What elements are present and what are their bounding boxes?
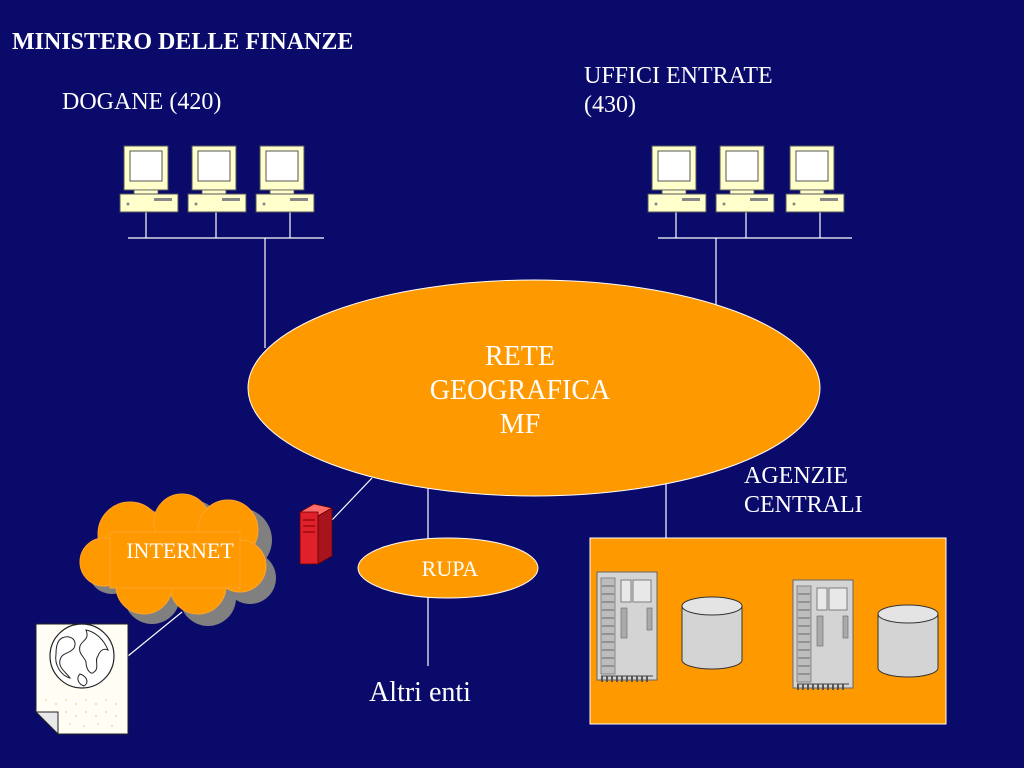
mainframe-server-icon: [596, 571, 658, 683]
firewall-link: [331, 477, 373, 521]
desktop-computer-icon: [119, 145, 179, 213]
agenzie-centrali-label: AGENZIE CENTRALI: [744, 462, 863, 520]
rupa-ellipse: [357, 537, 539, 599]
agenzie-line1: AGENZIE: [744, 463, 848, 489]
desktop-computer-icon: [255, 145, 315, 213]
mainframe-server-icon: [792, 579, 854, 691]
desktop-computer-icon: [647, 145, 707, 213]
uffici-entrate-line1: UFFICI ENTRATE: [584, 63, 773, 89]
rupa-label: RUPA: [421, 556, 479, 581]
rete-geografica-label: RETE GEOGRAFICA MF: [360, 340, 680, 442]
desktop-computer-icon: [187, 145, 247, 213]
internet-cloud: [79, 493, 276, 626]
agenzie-line2: CENTRALI: [744, 491, 863, 518]
uffici-entrate-label: UFFICI ENTRATE (430): [584, 62, 773, 120]
database-cylinder-icon: [681, 596, 743, 670]
globe-document-icon: [34, 623, 129, 736]
rete-line3: MF: [499, 409, 541, 441]
rete-line1: RETE: [485, 341, 555, 372]
dogane-label: DOGANE (420): [62, 89, 222, 115]
desktop-computer-icon: [785, 145, 845, 213]
database-cylinder-icon: [877, 604, 939, 678]
desktop-computer-icon: [715, 145, 775, 213]
rete-line2: GEOGRAFICA: [429, 375, 611, 407]
uffici-entrate-line2: (430): [584, 91, 636, 118]
altri-enti-label: Altri enti: [369, 677, 471, 708]
page-title: MINISTERO DELLE FINANZE: [12, 29, 354, 55]
uffici-workstations: [647, 145, 845, 213]
network-links: [127, 212, 852, 666]
internet-page-link: [127, 611, 183, 657]
firewall-server-icon: [298, 503, 334, 565]
dogane-workstations: [119, 145, 315, 213]
rete-geografica-ellipse: [247, 279, 821, 497]
internet-label: INTERNET: [126, 538, 234, 563]
